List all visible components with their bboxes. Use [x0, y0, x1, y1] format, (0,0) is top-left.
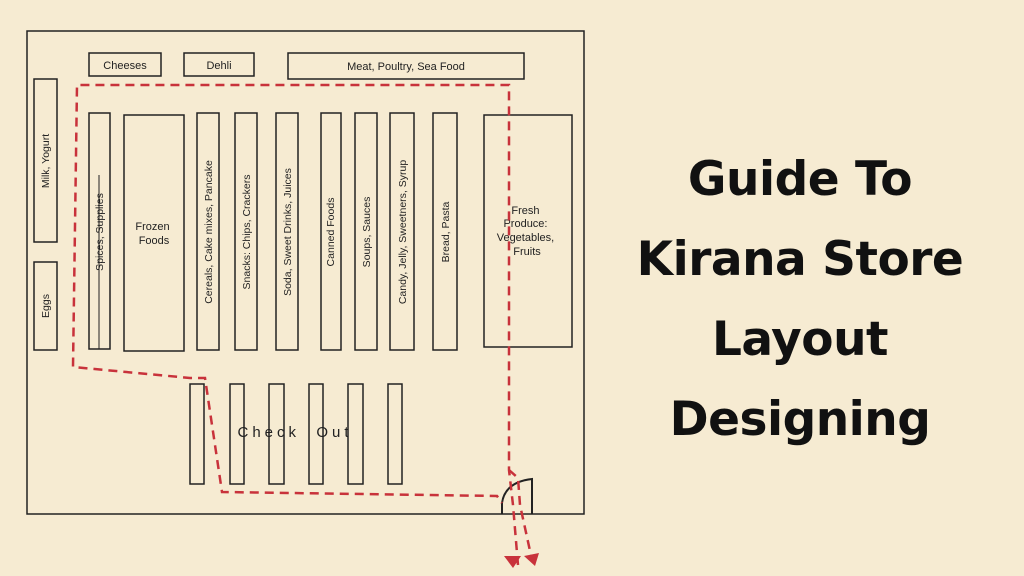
meat-label: Meat, Poultry, Sea Food: [347, 61, 465, 73]
title-line-3: Layout: [711, 312, 889, 367]
produce-line-1: Fresh: [511, 205, 539, 217]
title-line-1: Guide To: [687, 152, 913, 207]
snacks-aisle: [234, 112, 258, 351]
candy-aisle: [389, 112, 415, 351]
shopping-route-path: [71, 83, 520, 566]
entrance-door: [501, 477, 533, 514]
checkout-label: Check Out: [237, 424, 352, 441]
soda-label: Soda, Sweet Drinks, Juices: [282, 168, 294, 296]
soda-aisle: [275, 112, 299, 351]
frozen-line-2: Foods: [139, 235, 170, 247]
milk-yogurt-label: Milk, Yogurt: [40, 134, 52, 188]
store-outline: [26, 30, 585, 515]
cereals-label: Cereals, Cake mixes, Pancake: [203, 160, 215, 304]
fresh-produce-label: Fresh Produce: Vegetables, Fruits: [497, 205, 558, 258]
title-line-2: Kirana Store: [636, 232, 964, 287]
frozen-foods-label: Frozen Foods: [135, 221, 172, 247]
exit-arrow-right: [524, 553, 539, 566]
meat-counter: [287, 52, 525, 80]
cheeses-label: Cheeses: [103, 60, 147, 72]
cereals-aisle: [196, 112, 220, 351]
dehli-label: Dehli: [206, 60, 231, 72]
checkout-lane: [387, 383, 403, 485]
soups-label: Soups, Sauces: [361, 197, 373, 268]
milk-yogurt-shelf: [33, 78, 58, 243]
frozen-foods-aisle: [123, 114, 185, 352]
checkout-lane: [268, 383, 285, 485]
canned-foods-label: Canned Foods: [325, 198, 337, 267]
candy-label: Candy, Jelly, Sweetners, Syrup: [397, 160, 409, 304]
title-line-4: Designing: [669, 392, 931, 447]
snacks-label: Snacks: Chips, Crackers: [241, 175, 253, 290]
produce-line-4: Fruits: [513, 246, 541, 258]
frozen-line-1: Frozen: [135, 221, 169, 233]
eggs-label: Eggs: [40, 294, 52, 318]
checkout-lane: [229, 383, 245, 485]
fresh-produce-section: [483, 114, 573, 348]
page-title: Guide To Kirana Store Layout Designing: [610, 140, 990, 460]
checkout-lane: [347, 383, 364, 485]
exit-route-path: [508, 469, 534, 561]
dehli-counter: [183, 52, 255, 77]
produce-line-3: Vegetables,: [497, 232, 555, 244]
exit-arrow-left: [504, 556, 521, 568]
cheeses-counter: [88, 52, 162, 77]
canned-foods-aisle: [320, 112, 342, 351]
spices-label: Spices, Supplies: [94, 193, 106, 271]
checkout-lane: [308, 383, 324, 485]
soups-aisle: [354, 112, 378, 351]
bread-aisle: [432, 112, 458, 351]
checkout-lane: [189, 383, 205, 485]
eggs-shelf: [33, 261, 58, 351]
produce-line-2: Produce:: [503, 218, 547, 230]
bread-label: Bread, Pasta: [440, 201, 452, 262]
